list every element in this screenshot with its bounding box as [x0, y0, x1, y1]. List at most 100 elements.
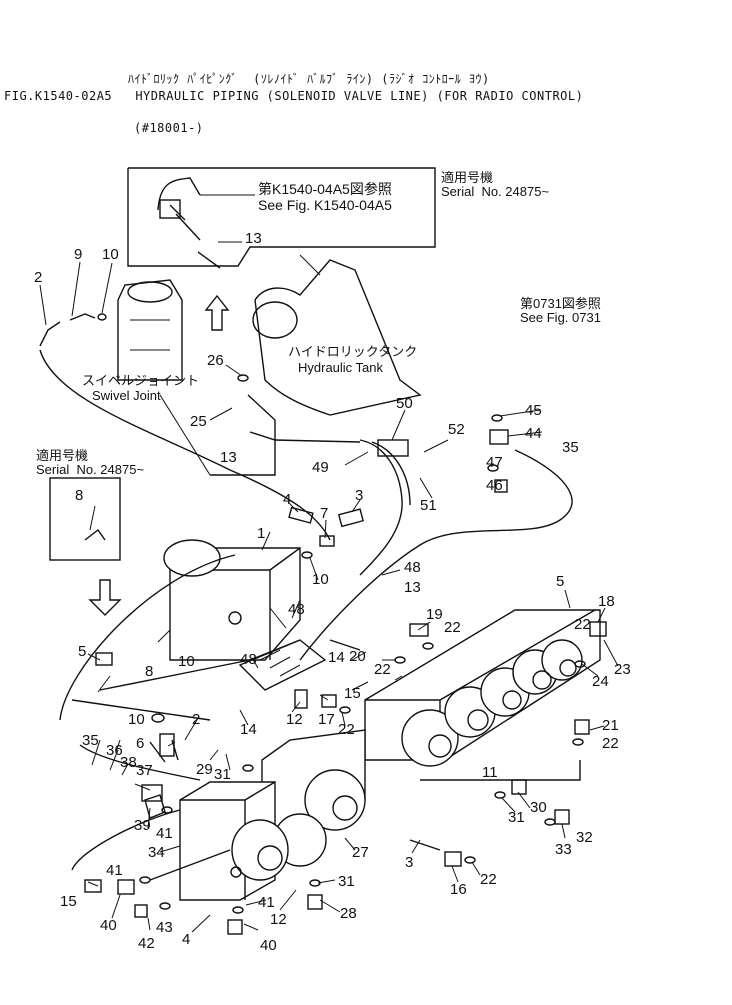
callout-label: 10 [312, 571, 329, 588]
note-swivel-en: Swivel Joint [92, 388, 161, 403]
callout-label: 33 [555, 841, 572, 858]
callout-label: 31 [508, 809, 525, 826]
hose-50 [359, 439, 403, 576]
callout-label: 42 [138, 935, 155, 952]
callout-label: 28 [340, 905, 357, 922]
callout-label: 47 [486, 454, 503, 471]
filter-48 [238, 639, 327, 691]
callout-label: 27 [352, 844, 369, 861]
solenoid-row-right [401, 639, 583, 767]
note-tank-en: Hydraulic Tank [298, 360, 384, 375]
main-line-left [59, 554, 236, 721]
inset-fitting [159, 199, 181, 219]
callout-label: 23 [614, 661, 631, 678]
note-top-ref-jp: 第K1540-04A5図参照 [258, 181, 392, 197]
note-serial-left-en: Serial No. 24875~ [36, 462, 145, 477]
callout-label: 5 [78, 643, 87, 660]
callout-label: 48 [288, 601, 305, 618]
callout-label: 11 [482, 764, 498, 781]
callout-label: 10 [178, 653, 195, 670]
callout-label: 14 [240, 721, 257, 738]
callout-label: 15 [344, 685, 361, 702]
callout-label: 29 [196, 761, 213, 778]
hose-2 [39, 349, 331, 541]
callout-label: 22 [480, 871, 497, 888]
callout-label: 8 [75, 487, 84, 504]
callout-label: 30 [530, 799, 547, 816]
callout-label: 9 [74, 246, 83, 263]
callout-label: 3 [355, 487, 364, 504]
callout-label: 18 [598, 593, 615, 610]
serial-range: (#18001-) [134, 121, 204, 135]
note-swivel-jp: スイベルジョイント [82, 373, 200, 388]
line-to-35 [299, 449, 573, 661]
note-serial-left-jp: 適用号機 [36, 448, 89, 463]
callout-label: 20 [349, 648, 366, 665]
swivel-joint [117, 279, 183, 381]
callout-label: 22 [374, 661, 391, 678]
callout-label: 44 [525, 425, 542, 442]
callout-label: 40 [260, 937, 277, 954]
callout-label: 2 [192, 711, 201, 728]
callout-label: 5 [556, 573, 565, 590]
callout-label: 35 [562, 439, 579, 456]
note-serial-top-en: Serial No. 24875~ [441, 184, 550, 199]
callout-label: 22 [574, 616, 591, 633]
callout-label: 7 [320, 505, 329, 522]
callout-label: 3 [405, 854, 414, 871]
callout-label: 13 [245, 230, 262, 247]
callout-label: 22 [444, 619, 461, 636]
callout-label: 52 [448, 421, 465, 438]
callout-label: 38 [120, 754, 137, 771]
inset-box-8 [49, 477, 121, 561]
callout-label: 14 [328, 649, 345, 666]
callout-label: 41 [156, 825, 173, 842]
callout-label: 10 [128, 711, 145, 728]
inset-hose-13 [197, 251, 221, 269]
header-kana-line: ﾊｲﾄﾞﾛﾘｯｸ ﾊﾟｲﾋﾟﾝｸﾞ (ｿﾚﾉｲﾄﾞ ﾊﾞﾙﾌﾞ ﾗｲﾝ) (ﾗｼ… [128, 72, 490, 86]
callout-label: 13 [404, 579, 421, 596]
callout-label: 43 [156, 919, 173, 936]
callout-label: 4 [283, 491, 292, 508]
callout-label: 50 [396, 395, 413, 412]
callout-label: 22 [602, 735, 619, 752]
callout-label: 21 [602, 717, 619, 734]
callout-label: 12 [286, 711, 303, 728]
callout-label: 39 [134, 817, 151, 834]
line-bottom-left [71, 809, 181, 871]
note-tank-jp: ハイドロリックタンク [288, 344, 418, 359]
pipe-13-upper [210, 394, 276, 476]
callout-label: 46 [486, 477, 503, 494]
callout-label: 17 [318, 711, 335, 728]
callout-label: 49 [312, 459, 329, 476]
callout-label: 45 [525, 402, 542, 419]
callout-label: 37 [136, 762, 153, 779]
callout-label: 35 [82, 732, 99, 749]
note-top-ref-en: See Fig. K1540-04A5 [258, 197, 392, 213]
callout-label: 8 [145, 663, 154, 680]
callout-label: 25 [190, 413, 207, 430]
callout-label: 2 [34, 269, 43, 286]
callout-label: 41 [106, 862, 123, 879]
callout-label: 48 [240, 651, 257, 668]
inset-pipe [157, 177, 201, 241]
callout-label: 31 [338, 873, 355, 890]
callout-label: 12 [270, 911, 287, 928]
callout-label: 13 [220, 449, 237, 466]
callout-label: 10 [102, 246, 119, 263]
callout-label: 15 [60, 893, 77, 910]
callout-label: 4 [182, 931, 191, 948]
callout-label: 41 [258, 894, 275, 911]
callout-label: 48 [404, 559, 421, 576]
callout-label: 40 [100, 917, 117, 934]
callout-label: 1 [257, 525, 266, 542]
note-fig0731-jp: 第0731図参照 [520, 296, 601, 311]
callout-label: 31 [214, 766, 231, 783]
leader-lines [39, 261, 619, 933]
callout-label: 16 [450, 881, 467, 898]
callout-label: 6 [136, 735, 145, 752]
callout-label: 32 [576, 829, 593, 846]
callout-label: 19 [426, 606, 443, 623]
inset-box [127, 167, 436, 267]
